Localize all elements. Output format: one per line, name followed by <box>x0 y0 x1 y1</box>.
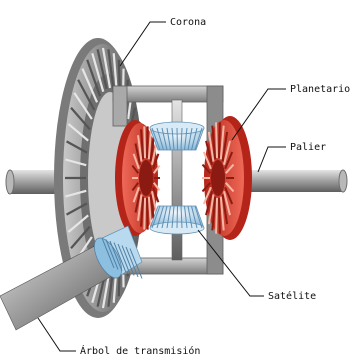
label-corona: Corona <box>170 17 206 28</box>
palier-leader <box>258 147 286 172</box>
right-side-gear <box>202 116 252 240</box>
top-pinion-gear <box>150 122 204 150</box>
bottom-pinion-gear <box>150 206 204 234</box>
label-planetario: Planetario <box>290 84 350 95</box>
label-arbol: Árbol de transmisión <box>80 344 200 357</box>
corona-leader <box>120 22 166 66</box>
label-satelite: Satélite <box>268 290 316 302</box>
label-palier: Palier <box>290 142 326 153</box>
arbol-leader <box>38 318 76 351</box>
